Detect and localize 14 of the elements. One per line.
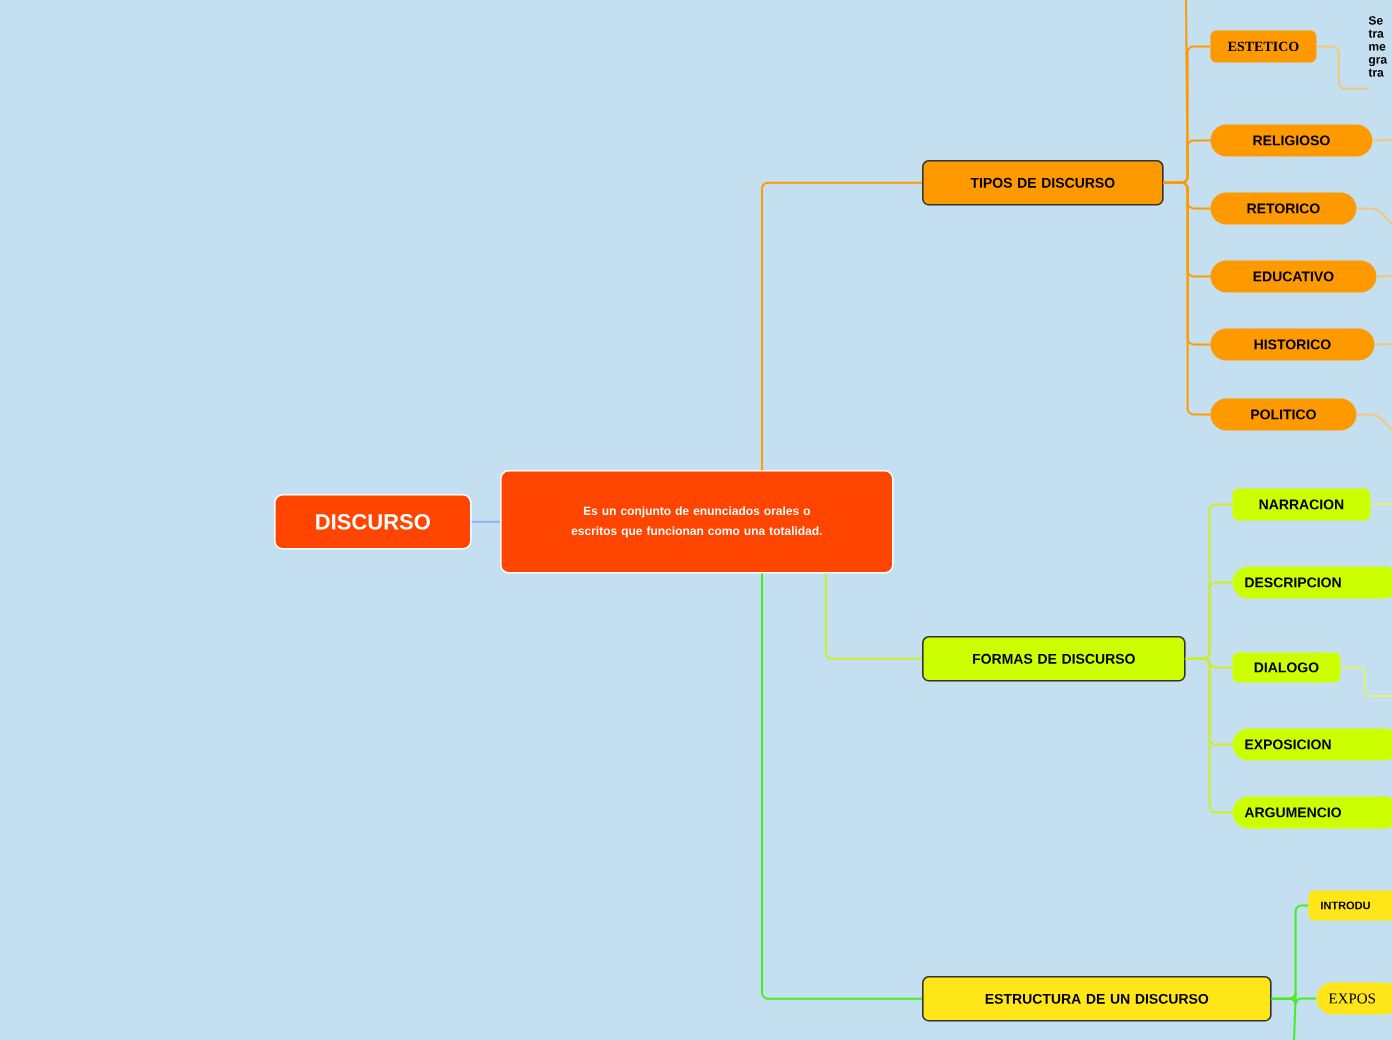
connector-line [1371, 139, 1392, 142]
connector-line [1369, 503, 1392, 506]
connector-line [1375, 275, 1392, 278]
connector-line [1373, 343, 1392, 346]
connector-line [1315, 45, 1369, 90]
connector-line [1270, 997, 1297, 1040]
connector-line [1355, 413, 1392, 431]
connector-line [825, 572, 923, 660]
connector-line [1355, 207, 1392, 225]
connector-line [761, 181, 923, 471]
connector-line [470, 520, 501, 523]
connector-line [761, 572, 923, 1000]
connector-line [1339, 666, 1392, 697]
topic-box: DISCURSO [274, 494, 472, 550]
